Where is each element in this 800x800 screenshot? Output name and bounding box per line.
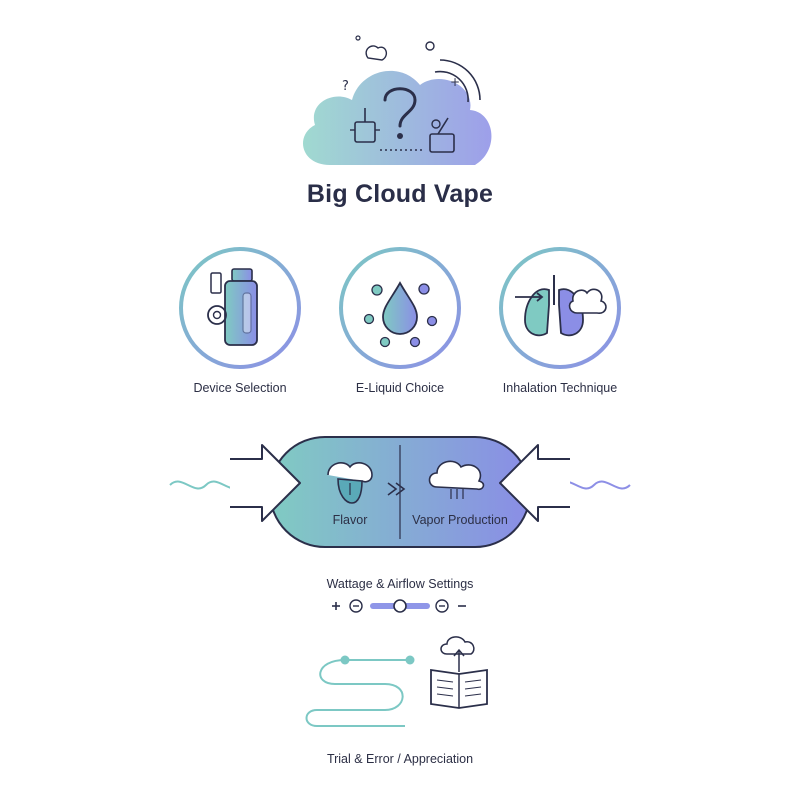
factor-e-liquid-choice: E-Liquid Choice bbox=[310, 245, 490, 395]
vapor-cloud-icon bbox=[425, 453, 489, 501]
book-cloud-icon bbox=[425, 632, 495, 712]
header-cloud-illustration: + ? bbox=[290, 30, 510, 180]
page-title: Big Cloud Vape bbox=[306, 180, 494, 208]
factor-device-selection: Device Selection bbox=[150, 245, 330, 395]
flavor-label: Flavor bbox=[332, 513, 368, 527]
settings-slider[interactable] bbox=[320, 596, 480, 616]
svg-text:?: ? bbox=[342, 79, 349, 94]
vape-device-icon bbox=[179, 247, 301, 369]
settings-label: Wattage & Airflow Settings bbox=[326, 577, 474, 591]
trial-path bbox=[295, 640, 515, 740]
factor-label: E-Liquid Choice bbox=[355, 381, 445, 395]
svg-text:+: + bbox=[450, 75, 460, 89]
vapor-production-label: Vapor Production bbox=[412, 513, 508, 527]
factor-label: Device Selection bbox=[193, 381, 287, 395]
e-liquid-drop-icon bbox=[339, 247, 461, 369]
balance-diagram: Flavor Vapor Production bbox=[160, 425, 640, 560]
factor-inhalation-technique: Inhalation Technique bbox=[470, 245, 650, 395]
factor-label: Inhalation Technique bbox=[502, 381, 618, 395]
tongue-icon bbox=[320, 455, 380, 505]
lungs-icon bbox=[499, 247, 621, 369]
journey-label: Trial & Error / Appreciation bbox=[326, 752, 474, 766]
